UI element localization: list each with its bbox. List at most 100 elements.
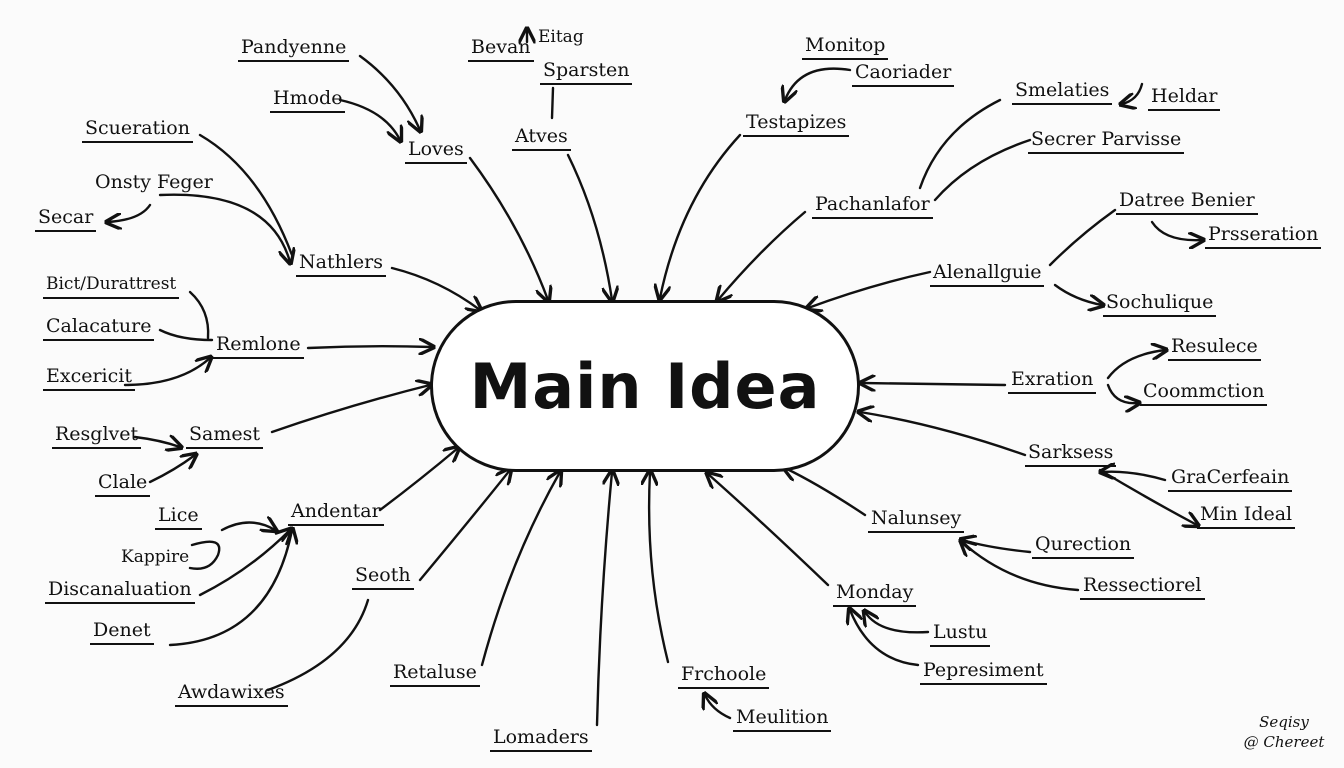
- edge-sarksess-minideal: [1098, 468, 1197, 525]
- edge-gracerfeain-sarksess: [1102, 472, 1167, 482]
- edge-datree-alenallguie: [1048, 208, 1117, 267]
- node-secar: Secar: [35, 205, 97, 232]
- edge-pepresiment-monday: [850, 610, 920, 667]
- node-awdawixes: Awdawixes: [175, 680, 288, 707]
- edge-onstyfeger-nathlers: [158, 193, 290, 262]
- node-kappire: Kappire: [121, 547, 190, 567]
- edge-ressectiorel-nalunsey: [962, 542, 1080, 592]
- node-testapizes: Testapizes: [743, 110, 850, 137]
- node-ressectiorel: Ressectiorel: [1080, 573, 1205, 600]
- edge-nathlers-main: [390, 266, 480, 310]
- signature: Seqisy @ Chereet: [1234, 712, 1334, 752]
- node-coommction: Coommction: [1140, 379, 1268, 406]
- node-nathlers: Nathlers: [296, 250, 386, 277]
- edge-exration-main: [862, 383, 1007, 385]
- edge-bict-remlone: [188, 290, 210, 340]
- node-calacature: Calacature: [43, 314, 155, 341]
- edge-resglvet-samest: [133, 437, 180, 447]
- edge-sarksess-main: [860, 412, 1027, 457]
- node-sparsten: Sparsten: [540, 58, 633, 85]
- edge-meulition-frchoole: [705, 695, 732, 720]
- node-resglvet: Resglvet: [52, 422, 142, 449]
- node-lice: Lice: [155, 503, 202, 530]
- node-caoriader: Caoriader: [852, 60, 955, 87]
- edge-onstyfeger-secar: [108, 203, 152, 222]
- signature-line-1: Seqisy: [1259, 713, 1309, 731]
- edge-heldar-smelaties: [1122, 82, 1144, 104]
- edge-seoth-main: [418, 470, 510, 582]
- node-clale: Clale: [95, 470, 151, 497]
- edge-clale-samest: [148, 455, 195, 484]
- edge-pandyenne-loves: [358, 54, 420, 130]
- node-resulece: Resulece: [1168, 334, 1261, 361]
- node-loves: Loves: [405, 137, 467, 164]
- node-exration: Exration: [1008, 367, 1097, 394]
- node-nalunsey: Nalunsey: [868, 506, 965, 533]
- edge-loves-main: [468, 156, 548, 300]
- edge-exration-resulece: [1106, 350, 1165, 380]
- node-pandyenne: Pandyenne: [238, 35, 350, 62]
- node-lomaders: Lomaders: [490, 725, 592, 752]
- edge-nalunsey-main: [785, 468, 867, 517]
- node-atves: Atves: [512, 124, 571, 151]
- node-remlone: Remlone: [213, 332, 304, 359]
- node-heldar: Heldar: [1148, 84, 1221, 111]
- node-onsty-feger: Onsty Feger: [95, 171, 213, 193]
- edge-alenallguie-sochulique: [1053, 283, 1102, 305]
- node-denet: Denet: [90, 618, 154, 645]
- edge-excericit-remlone: [123, 358, 210, 387]
- node-pepresiment: Pepresiment: [920, 658, 1047, 685]
- edge-lustu-monday: [865, 612, 930, 634]
- node-min-ideal: Min Ideal: [1197, 502, 1296, 529]
- node-samest: Samest: [186, 422, 263, 449]
- node-gracerfeain: GraCerfeain: [1168, 465, 1293, 492]
- node-smelaties: Smelaties: [1012, 78, 1113, 105]
- node-frchoole: Frchoole: [678, 662, 770, 689]
- node-scueration: Scueration: [82, 116, 193, 143]
- node-bevan: Bevan: [468, 35, 534, 62]
- node-seoth: Seoth: [352, 563, 414, 590]
- edge-datree-prsseration: [1150, 220, 1202, 240]
- main-idea-label: Main Idea: [469, 349, 821, 423]
- signature-line-2: @ Chereet: [1243, 733, 1325, 751]
- node-excericit: Excericit: [43, 364, 135, 391]
- edge-lomaders-main: [595, 472, 612, 727]
- node-lustu: Lustu: [930, 620, 991, 647]
- edge-frchoole-main: [649, 472, 670, 664]
- edge-awdawixes-seoth: [266, 598, 370, 692]
- node-secrer-parvisse: Secrer Parvisse: [1028, 127, 1185, 154]
- node-hmode: Hmode: [270, 86, 346, 113]
- edge-hmode-loves: [338, 98, 400, 140]
- node-sochulique: Sochulique: [1103, 290, 1217, 317]
- node-pachanlafor: Pachanlafor: [812, 192, 933, 219]
- node-retaluse: Retaluse: [390, 660, 480, 687]
- node-qurection: Qurection: [1032, 532, 1135, 559]
- edge-lice-andentar: [220, 523, 275, 531]
- edge-andentar-main: [378, 448, 458, 512]
- edge-testapizes-main: [660, 133, 742, 298]
- edge-denet-andentar: [168, 530, 292, 647]
- edge-kappire-loop: [188, 540, 221, 570]
- node-bict-durattrest: Bict/Durattrest: [43, 272, 180, 299]
- node-meulition: Meulition: [733, 705, 832, 732]
- edge-retaluse-main: [480, 472, 560, 667]
- edge-monday-main: [708, 474, 830, 587]
- edge-calacature-remlone: [158, 328, 214, 342]
- edge-atves-main: [566, 153, 612, 300]
- edge-exration-coommction: [1106, 383, 1138, 403]
- edge-monitop-testapizes: [785, 67, 852, 100]
- edge-samest-main: [270, 385, 430, 434]
- node-andentar: Andentar: [288, 499, 384, 526]
- main-idea-node: Main Idea: [430, 300, 860, 472]
- edge-remlone-main: [306, 346, 432, 348]
- node-monday: Monday: [833, 580, 917, 607]
- node-discanaluation: Discanaluation: [45, 577, 195, 604]
- edge-secrer-pachanlafor: [933, 138, 1032, 202]
- node-alenallguie: Alenallguie: [930, 260, 1045, 287]
- node-datree-benier: Datree Benier: [1116, 188, 1258, 215]
- edge-scueration-nathlers: [198, 133, 294, 257]
- edge-sparsten-atves: [550, 86, 555, 120]
- node-prsseration: Prsseration: [1205, 222, 1322, 249]
- node-sarksess: Sarksess: [1025, 440, 1117, 467]
